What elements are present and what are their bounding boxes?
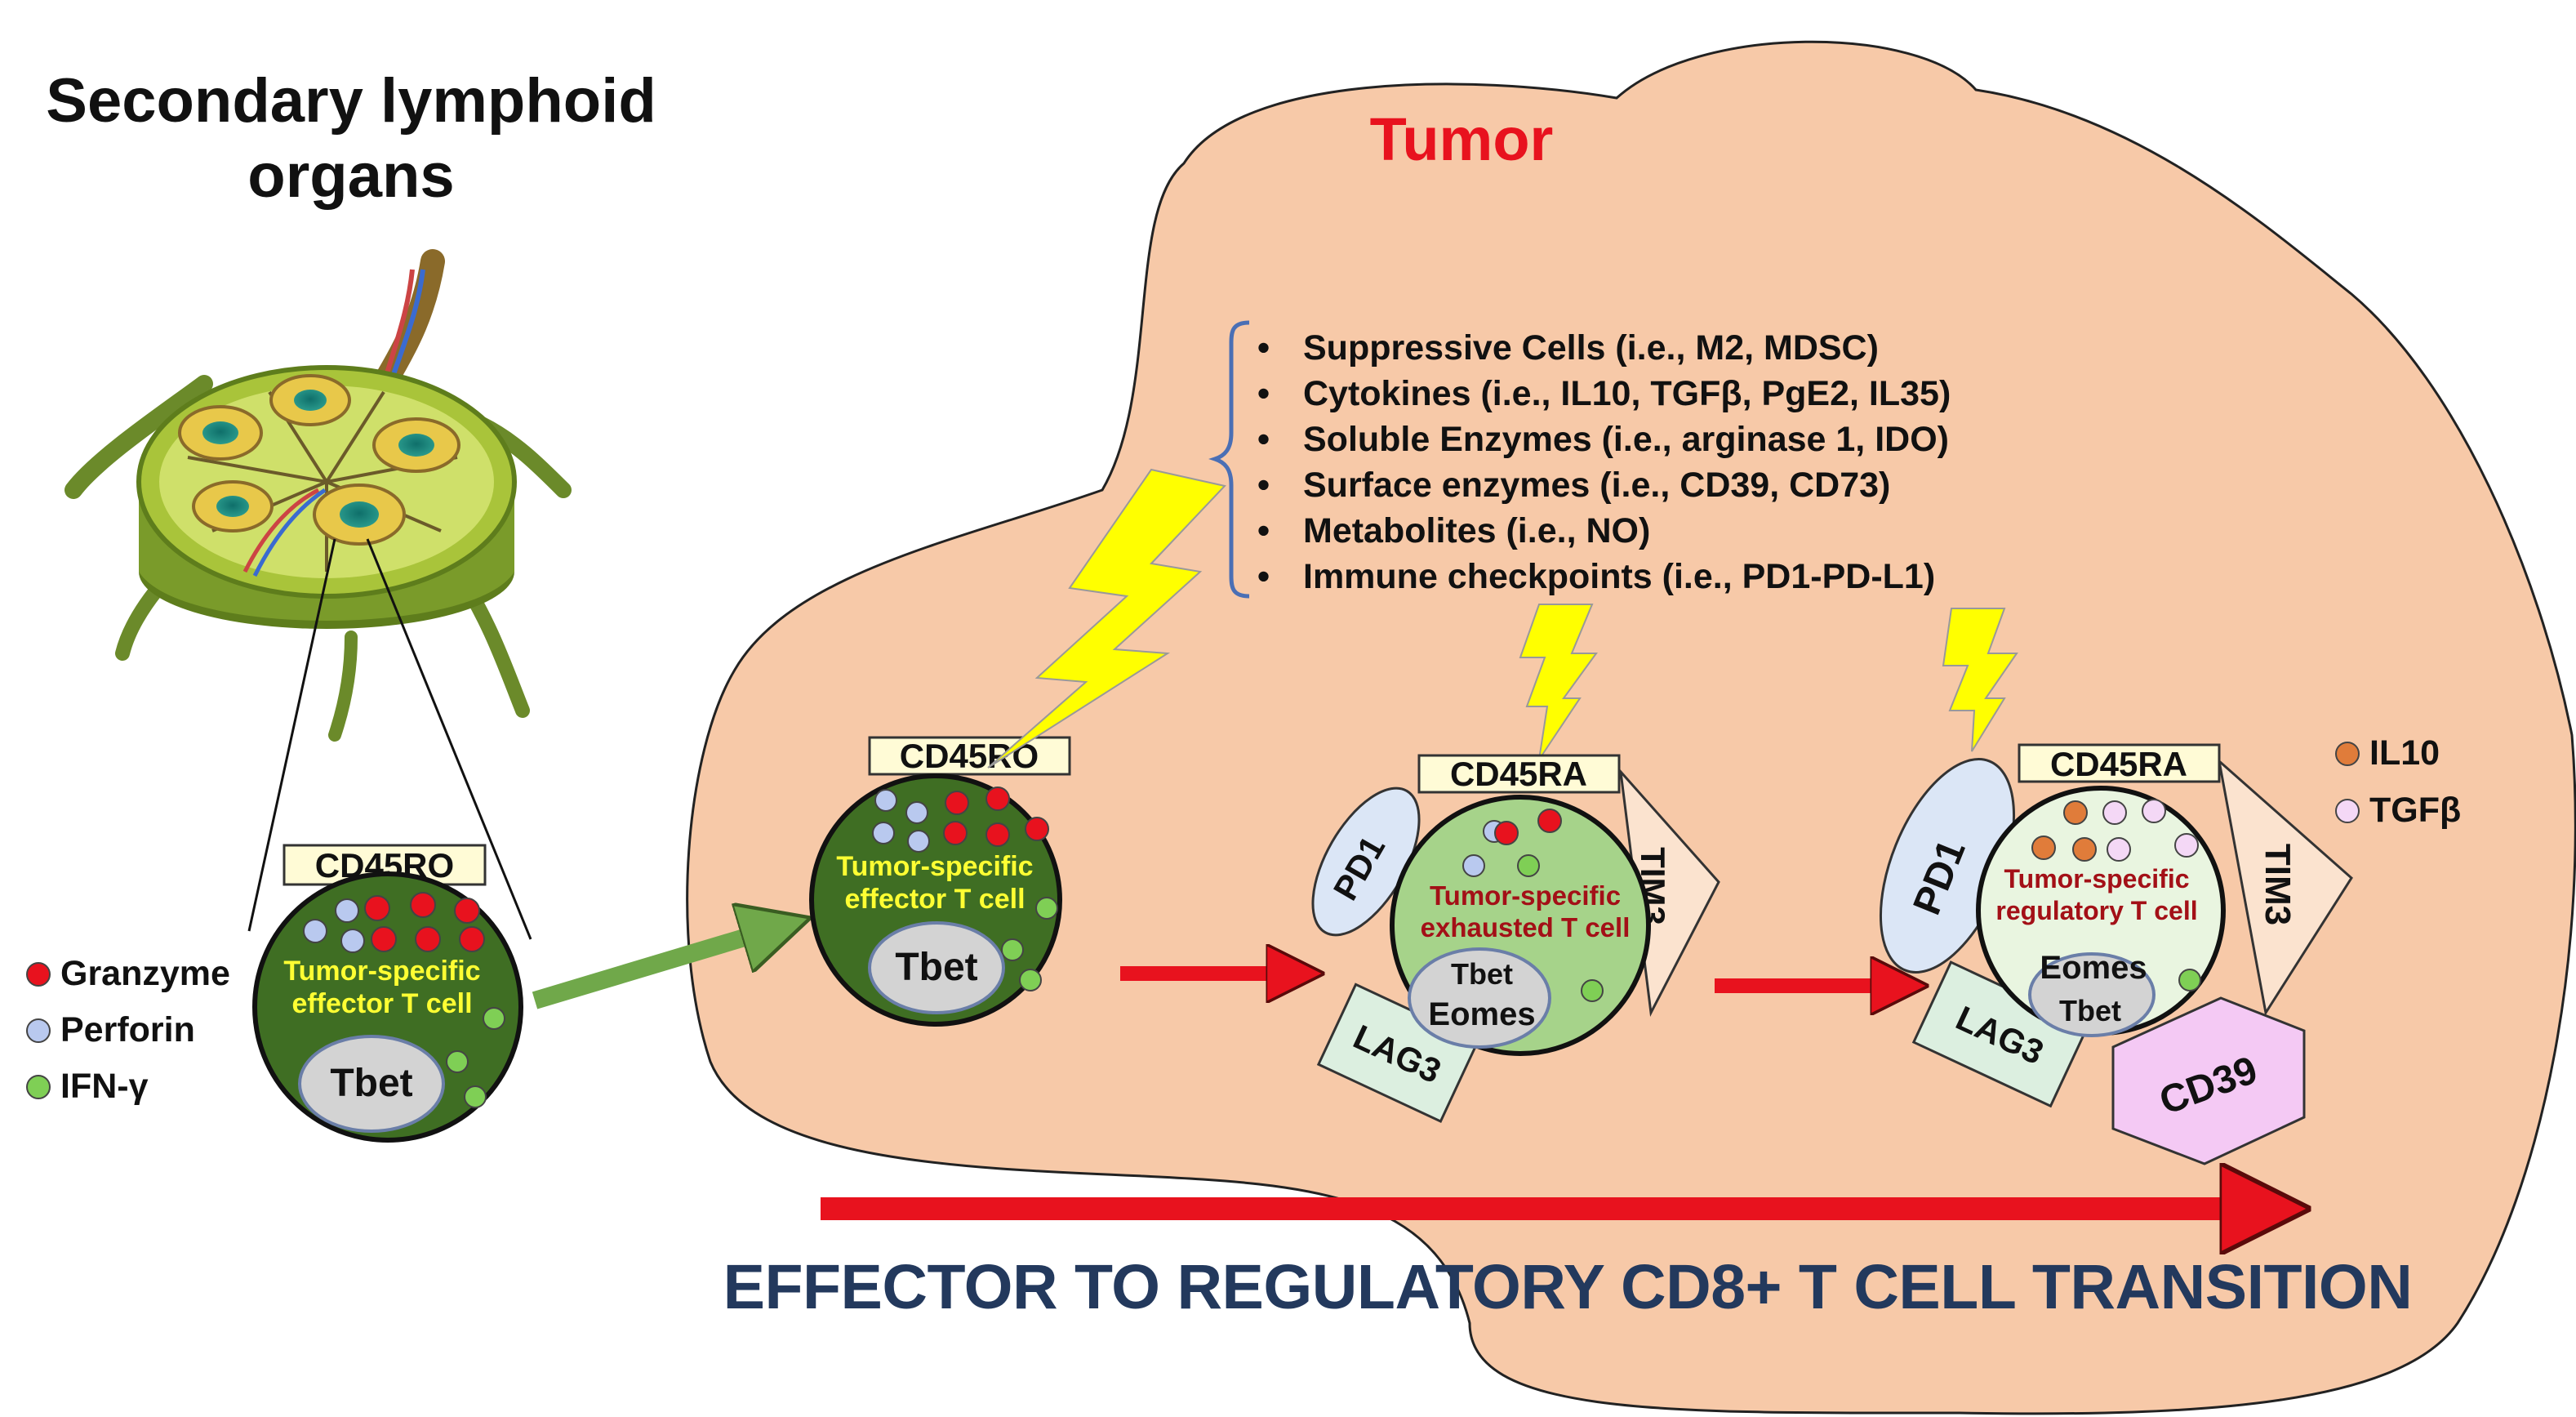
perforin-dot-icon [26,1018,51,1043]
ifn-gamma-dot-icon [26,1074,51,1099]
factor-bracket [1208,320,1250,599]
eomes-label: Eomes [2040,950,2147,986]
cell-type-line1: Tumor-specific [836,851,1033,882]
suppressive-factor-item: Cytokines (i.e., IL10, TGFβ, PgE2, IL35) [1257,371,1951,417]
cell-type-line1: Tumor-specific [1430,880,1621,911]
tbet-label: Tbet [330,1062,412,1105]
cd39-receptor [2111,996,2306,1165]
tbet-label: Tbet [1451,957,1513,991]
legend-item-tgfb: TGFβ [2335,791,2461,831]
perforin-granules [872,789,930,853]
suppressive-factor-item: Immune checkpoints (i.e., PD1-PD-L1) [1257,554,1951,599]
granzyme-granules [943,786,1049,847]
cd45ra-marker-box [1417,754,1621,794]
tumor-region [686,40,2576,1415]
lymphoid-effector-cell: CD45RO Tumor-specific effector T cell Tb… [252,844,523,1143]
cell-type-line2: effector T cell [844,884,1025,915]
tgfb-granules [2102,799,2199,862]
suppressive-factor-item: Suppressive Cells (i.e., M2, MDSC) [1257,325,1951,371]
legend-item-granzyme: Granzyme [26,954,230,994]
cell-type-line2: regulatory T cell [1995,896,2197,925]
ifn-gamma-granules [446,1007,505,1108]
granzyme-dot-icon [26,961,51,987]
lightning-bolt [1519,604,1598,760]
tim3-label: TIM3 [2258,844,2298,925]
il10-dot-icon [2335,741,2360,766]
il10-granules [2031,800,2097,862]
legend-label: TGFβ [2369,791,2462,830]
granzyme-granules [1494,809,1562,845]
tumor-effector-cell: CD45RO Tumor-specific effector T cell Tb… [809,736,1071,1027]
legend-label: IFN-γ [60,1067,149,1106]
perforin-granules [303,898,365,953]
lymph-node-illustration [65,249,572,742]
suppressive-factor-item: Soluble Enzymes (i.e., arginase 1, IDO) [1257,417,1951,462]
tbet-label: Tbet [895,946,977,989]
ifn-gamma-granules [2178,969,2201,991]
cd45ro-marker-box [868,736,1071,776]
tbet-label: Tbet [2059,994,2121,1027]
cd45ra-marker-box [2018,743,2221,783]
tbet-eomes-nucleus [1408,947,1551,1049]
eomes-label: Eomes [1428,996,1535,1032]
secondary-lymphoid-organs-title: Secondary lymphoid organs [46,66,656,211]
exhausted-cell: TIM3 PD1 LAG3 CD45RA Tumor-specific exha… [1311,754,1720,1124]
legend-item-ifn-gamma: IFN-γ [26,1067,149,1107]
cell-type-line1: Tumor-specific [2004,864,2190,893]
cd45ra-marker-label: CD45RA [2050,745,2187,783]
eomes-tbet-nucleus [2028,952,2156,1037]
cell-type-line1: Tumor-specific [283,956,480,987]
legend-label: IL10 [2369,733,2440,773]
tbet-nucleus [298,1035,445,1133]
suppressive-factor-item: Surface enzymes (i.e., CD39, CD73) [1257,462,1951,508]
green-arrow [532,927,780,1009]
legend-label: Granzyme [60,954,230,993]
ifn-gamma-granules [1001,897,1058,991]
lightning-bolt [1942,608,2018,752]
tgfb-dot-icon [2335,798,2360,823]
ifn-gamma-granules [1517,854,1604,1002]
lightning-bolt [987,468,1226,769]
transition-title: EFFECTOR TO REGULATORY CD8+ T CELL TRANS… [723,1252,2413,1322]
legend-item-perforin: Perforin [26,1010,195,1050]
cell-type-line2: exhausted T cell [1421,912,1631,942]
legend-item-il10: IL10 [2335,733,2440,773]
regulatory-cell: TIM3 PD1 LAG3 CD39 CD45RA Tumor-specific… [1879,743,2353,1165]
suppressive-factor-list: Suppressive Cells (i.e., M2, MDSC) Cytok… [1257,325,1951,599]
legend-label: Perforin [60,1010,195,1049]
zoom-line-right [366,538,532,940]
cd45ra-marker-label: CD45RA [1450,755,1587,793]
tumor-label: Tumor [1369,105,1554,173]
tbet-nucleus [868,921,1005,1014]
zoom-line-left [247,538,336,932]
granzyme-granules [364,892,485,952]
cell-type-line2: effector T cell [291,988,472,1019]
suppressive-factor-item: Metabolites (i.e., NO) [1257,508,1951,554]
tim3-receptor [2217,757,2353,1017]
